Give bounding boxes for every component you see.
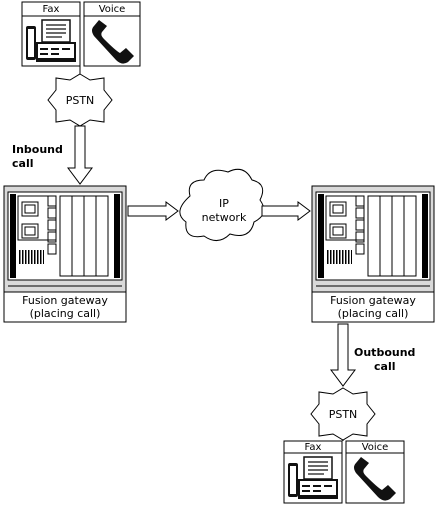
bottom-pstn-node: PSTN	[310, 387, 376, 441]
inbound-arrow	[67, 125, 93, 185]
top-voice-device: Voice	[83, 1, 141, 67]
top-fax-label: Fax	[43, 4, 60, 15]
top-fax-device: Fax	[21, 1, 81, 67]
top-voice-label: Voice	[99, 4, 126, 15]
top-pstn-node: PSTN	[47, 73, 113, 127]
outbound-label-line1: Outbound	[354, 346, 415, 359]
bottom-fax-label: Fax	[305, 442, 322, 453]
outbound-arrow	[330, 323, 356, 387]
inbound-label-line2: call	[12, 157, 33, 170]
bottom-voice-label: Voice	[362, 442, 389, 453]
fax-icon	[287, 456, 339, 500]
ip-network-label-line2: network	[202, 211, 247, 224]
ip-network-cloud: IP network	[179, 168, 265, 241]
ip-network-label-line1: IP	[219, 197, 229, 210]
bottom-fax-device: Fax	[283, 440, 343, 504]
arrow-to-ip-network	[127, 201, 179, 221]
left-gateway-subtitle: (placing call)	[30, 307, 101, 320]
left-gateway-caption: Fusion gateway (placing call)	[3, 291, 127, 323]
top-pstn-label: PSTN	[66, 94, 95, 107]
left-gateway-title: Fusion gateway	[22, 294, 108, 307]
right-gateway-subtitle: (placing call)	[338, 307, 409, 320]
right-gateway-title: Fusion gateway	[330, 294, 416, 307]
inbound-label-line1: Inbound	[12, 143, 63, 156]
fax-icon	[25, 19, 77, 63]
outbound-label-line2: call	[374, 360, 395, 373]
left-gateway-icon	[3, 185, 127, 293]
bottom-voice-device: Voice	[345, 440, 405, 504]
right-gateway-caption: Fusion gateway (placing call)	[311, 291, 435, 323]
right-gateway-icon	[311, 185, 435, 293]
arrow-to-right-gateway	[261, 201, 311, 221]
bottom-pstn-label: PSTN	[329, 408, 358, 421]
